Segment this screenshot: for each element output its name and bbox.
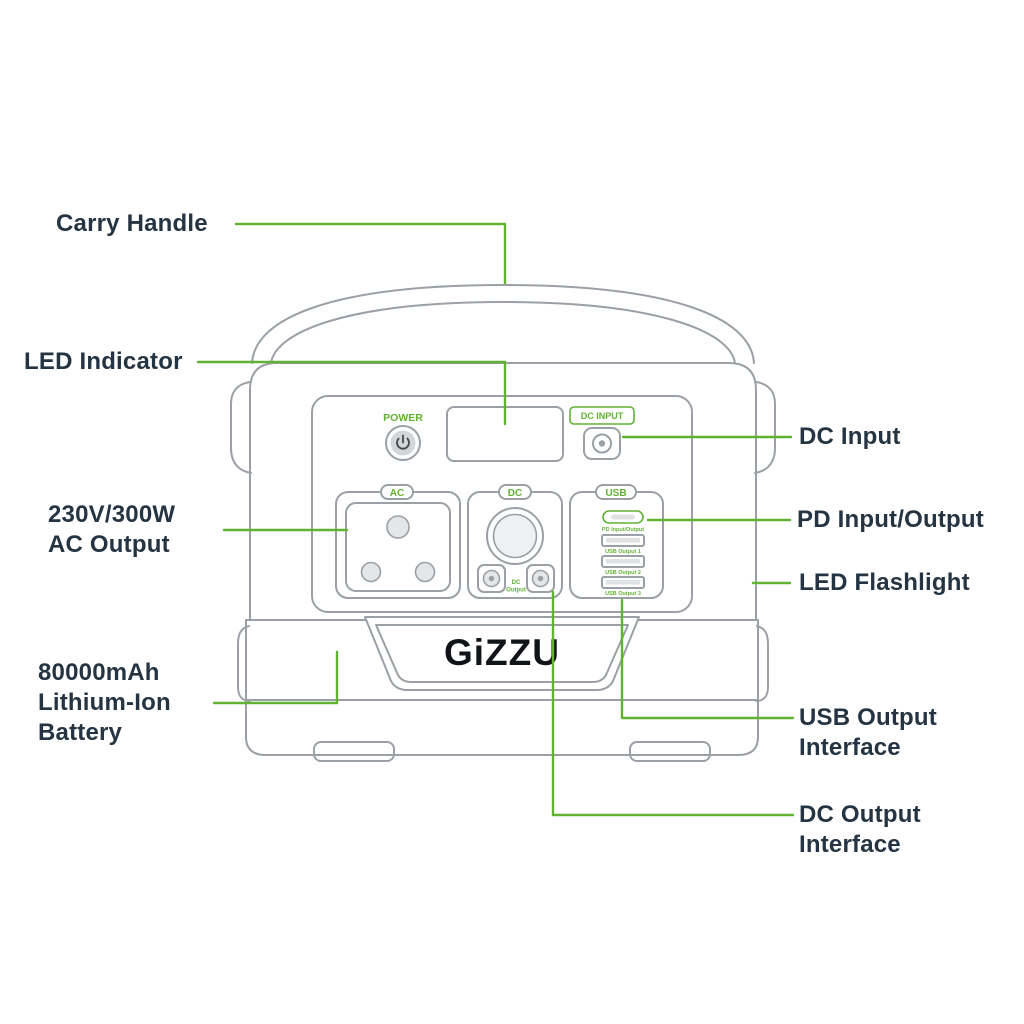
- right-lower-tab: [755, 625, 769, 702]
- svg-text:DC: DC: [508, 488, 522, 499]
- ac-section: [335, 491, 461, 599]
- callout-dc-input: DC Input: [799, 423, 901, 450]
- callout-line-dc-output: [551, 590, 795, 817]
- device-foot-right: [629, 741, 711, 762]
- dc-cigarette-port: [486, 507, 544, 565]
- svg-text:AC: AC: [390, 488, 404, 499]
- device-foot-left: [313, 741, 395, 762]
- left-wing: [230, 381, 252, 474]
- callout-battery: 80000mAh Lithium-Ion Battery: [38, 659, 171, 746]
- right-wing: [754, 381, 776, 474]
- gizzu-logo: GiZZU: [444, 632, 560, 673]
- dc-section-pill: DC: [498, 484, 532, 500]
- dc-input-port: DC INPUT: [569, 406, 635, 460]
- carry-handle: [251, 284, 755, 364]
- svg-text:USB: USB: [605, 488, 626, 499]
- callout-led-indicator: LED Indicator: [24, 348, 183, 375]
- usb-section-pill: USB: [595, 484, 637, 500]
- usb-c-pd-port: PD Input/Output: [602, 510, 644, 533]
- callout-dc-output-interface: DC Output Interface: [799, 801, 921, 858]
- power-button-label: POWER: [383, 412, 423, 424]
- callout-line-led-indicator: [196, 360, 507, 426]
- callout-ac-output: 230V/300W AC Output: [48, 501, 176, 558]
- usb-a-port-2: USB Output 2: [601, 555, 645, 576]
- callout-line-carry-handle: [234, 222, 507, 285]
- logo-plate: GiZZU: [364, 616, 640, 691]
- svg-text:Output: Output: [506, 588, 526, 594]
- callout-line-usb-output: [620, 598, 795, 720]
- usb-a-port-3: USB Output 3: [601, 576, 645, 597]
- front-panel: [311, 395, 693, 613]
- dc-output-port-label: DC: [512, 580, 521, 586]
- power-icon: [396, 434, 410, 450]
- ac-socket: [345, 502, 451, 592]
- callout-led-flashlight: LED Flashlight: [799, 569, 970, 596]
- ac-section-pill: AC: [380, 484, 414, 500]
- dc-input-label: DC INPUT: [581, 411, 624, 421]
- callout-pd-input-output: PD Input/Output: [797, 506, 984, 533]
- svg-text:PD Input/Output: PD Input/Output: [602, 527, 644, 533]
- svg-text:USB Output 2: USB Output 2: [605, 570, 641, 576]
- callout-carry-handle: Carry Handle: [56, 210, 208, 237]
- callout-usb-output-interface: USB Output Interface: [799, 704, 937, 761]
- power-button: POWER: [383, 412, 423, 461]
- usb-a-port-1: USB Output 1: [601, 534, 645, 555]
- dc-output-ports: DC Output: [477, 564, 555, 594]
- callout-line-battery: [212, 650, 339, 705]
- left-lower-tab: [237, 625, 251, 702]
- svg-text:USB Output 3: USB Output 3: [605, 591, 641, 597]
- svg-text:USB Output 1: USB Output 1: [605, 549, 641, 555]
